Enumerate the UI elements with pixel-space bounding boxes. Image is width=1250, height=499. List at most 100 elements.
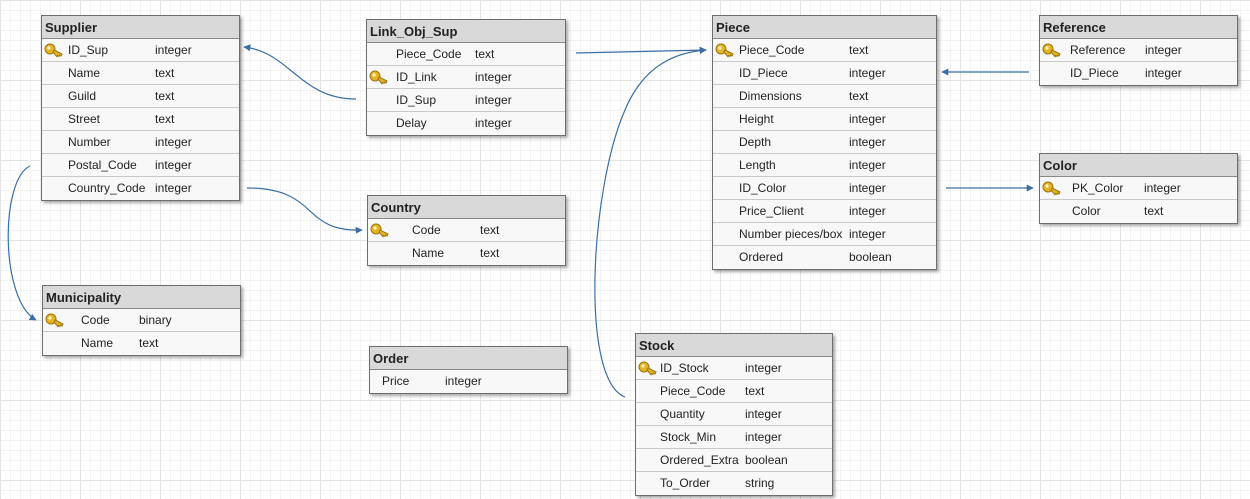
field-type: text xyxy=(155,112,175,126)
primary-key-icon xyxy=(1042,180,1062,196)
primary-key-icon xyxy=(715,42,735,58)
field-row[interactable]: ID_Link integer xyxy=(367,66,565,89)
field-type: text xyxy=(1144,204,1164,218)
field-name: ID_Link xyxy=(396,70,437,84)
field-row[interactable]: Color text xyxy=(1040,200,1237,223)
field-row[interactable]: Postal_Code integer xyxy=(42,154,239,177)
field-name: Color xyxy=(1072,204,1101,218)
field-name: Name xyxy=(412,246,445,260)
field-name: Code xyxy=(81,313,110,327)
entity-title[interactable]: Color xyxy=(1040,154,1237,177)
field-name: Height xyxy=(739,112,774,126)
field-name: Quantity xyxy=(660,407,705,421)
entity-title[interactable]: Order xyxy=(370,347,567,370)
entity-title[interactable]: Reference xyxy=(1040,16,1237,39)
field-type: binary xyxy=(139,313,172,327)
field-row[interactable]: Code binary xyxy=(43,309,240,332)
field-type: text xyxy=(475,47,495,61)
field-type: boolean xyxy=(849,250,892,264)
field-name: Stock_Min xyxy=(660,430,717,444)
field-row[interactable]: Ordered boolean xyxy=(713,246,936,269)
field-name: ID_Piece xyxy=(739,66,788,80)
field-type: integer xyxy=(849,135,886,149)
entity-title[interactable]: Municipality xyxy=(43,286,240,309)
primary-key-icon xyxy=(1042,42,1062,58)
relation-supplier-to-country[interactable] xyxy=(246,187,363,234)
entity-title[interactable]: Link_Obj_Sup xyxy=(367,20,565,43)
entity-title[interactable]: Country xyxy=(368,196,565,219)
field-row[interactable]: Name text xyxy=(368,242,565,265)
field-type: text xyxy=(480,246,500,260)
field-name: Postal_Code xyxy=(68,158,137,172)
field-name: ID_Sup xyxy=(396,93,437,107)
field-type: integer xyxy=(445,374,482,388)
field-type: boolean xyxy=(745,453,788,467)
field-type: text xyxy=(849,43,869,57)
field-type: integer xyxy=(155,43,192,57)
entity-title[interactable]: Supplier xyxy=(42,16,239,39)
field-type: text xyxy=(155,89,175,103)
relation-supplier-to-municipality[interactable] xyxy=(7,165,37,321)
field-type: integer xyxy=(849,204,886,218)
field-name: Ordered xyxy=(739,250,784,264)
field-name: Piece_Code xyxy=(660,384,726,398)
field-name: Piece_Code xyxy=(739,43,805,57)
field-type: string xyxy=(745,476,775,490)
primary-key-icon xyxy=(45,312,65,328)
field-name: Country_Code xyxy=(68,181,146,195)
field-name: PK_Color xyxy=(1072,181,1124,195)
field-type: integer xyxy=(155,158,192,172)
entity-title[interactable]: Piece xyxy=(713,16,936,39)
field-type: integer xyxy=(475,70,512,84)
primary-key-icon xyxy=(370,222,390,238)
field-row[interactable]: Piece_Code text xyxy=(713,39,936,62)
entity-title[interactable]: Stock xyxy=(636,334,832,357)
primary-key-icon xyxy=(638,360,658,376)
field-name: Dimensions xyxy=(739,89,802,103)
field-type: integer xyxy=(745,361,782,375)
field-type: integer xyxy=(475,116,512,130)
field-type: text xyxy=(480,223,500,237)
relation-link-to-piece[interactable] xyxy=(575,46,707,54)
relation-link-to-supplier[interactable] xyxy=(243,44,357,100)
